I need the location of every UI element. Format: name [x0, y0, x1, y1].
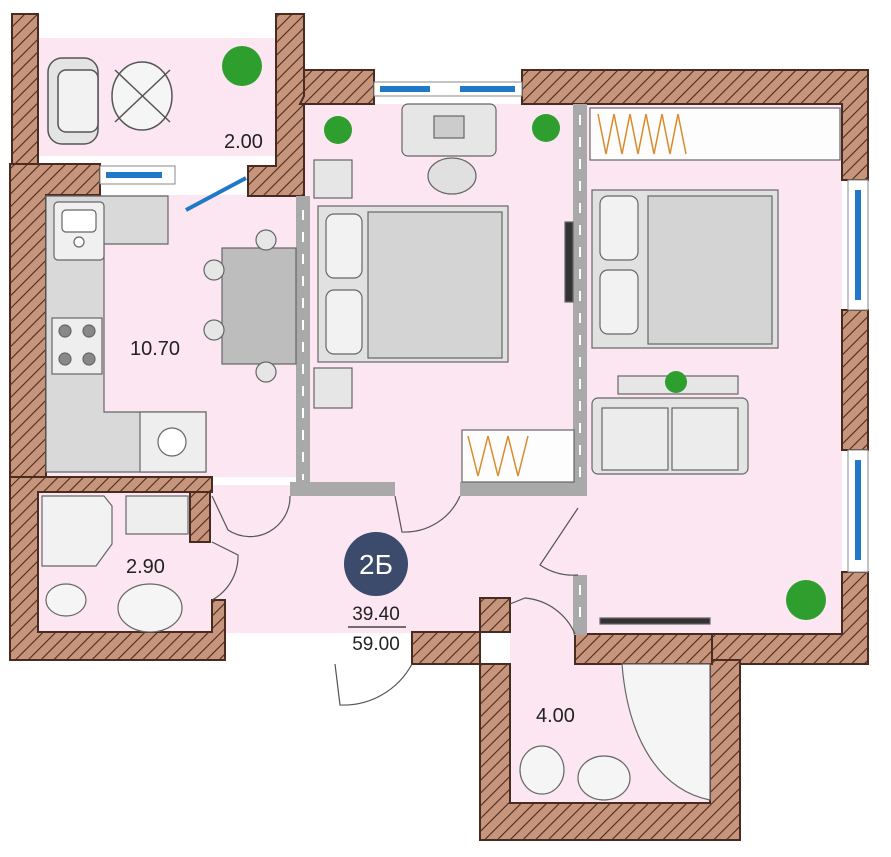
plant-icon — [222, 46, 262, 86]
stove — [51, 317, 103, 375]
plant-icon — [665, 371, 687, 393]
wall-bath-top — [574, 633, 713, 665]
plant-icon — [532, 114, 560, 142]
wall-wc-right — [189, 491, 211, 543]
window-top — [373, 81, 523, 97]
partition-bedroom-right-low — [573, 575, 587, 635]
wall-right-mid — [841, 309, 869, 451]
bedroom-right-furniture — [564, 107, 841, 625]
bath-fixtures — [519, 663, 711, 801]
window-top-glass-2 — [460, 86, 515, 92]
wardrobe-right — [589, 107, 841, 161]
dining-table — [221, 247, 297, 365]
bedroom-right-floor — [580, 104, 842, 634]
bedroom-left-furniture — [313, 103, 575, 483]
room-area-bath: 4.00 — [536, 705, 575, 727]
door-bedroom-left — [394, 495, 461, 533]
shower — [41, 495, 113, 567]
washing-machine — [125, 495, 189, 535]
doors — [211, 495, 579, 706]
wall-bottom-left — [9, 476, 226, 661]
windows — [99, 81, 869, 573]
balcony-furniture — [47, 57, 173, 145]
room-area-kitchen: 10.70 — [130, 338, 180, 360]
wall-balcony-left — [11, 13, 39, 165]
door-kitchen — [211, 495, 291, 538]
wall-top-mid — [298, 69, 375, 105]
window-right-1-glass — [855, 190, 861, 300]
wall-top-right — [521, 69, 869, 181]
tv-bottom — [599, 617, 711, 625]
plants — [222, 46, 826, 620]
total-area: 59.00 — [352, 634, 400, 655]
room-area-balcony: 2.00 — [224, 131, 263, 153]
wc-fixtures — [41, 495, 189, 633]
nightstand-1 — [313, 159, 353, 199]
sink-bath — [577, 755, 631, 801]
walls — [9, 13, 869, 841]
kitchen-set — [45, 195, 297, 473]
sink-wc — [117, 583, 183, 633]
wall-bath — [411, 597, 741, 841]
partition-hall-2 — [460, 482, 587, 496]
plant-icon — [786, 580, 826, 620]
door-entrance — [334, 663, 413, 706]
office-chair — [427, 157, 477, 195]
apartment-type-badge — [344, 532, 408, 596]
plant-icon — [324, 116, 352, 144]
toilet-bath — [519, 745, 565, 795]
room-area-wc: 2.90 — [126, 556, 165, 578]
window-right-2-glass — [855, 460, 861, 560]
nightstand-2 — [313, 367, 353, 409]
toilet-wc — [45, 583, 87, 617]
tv-wall — [564, 221, 574, 303]
window-top-glass-1 — [380, 86, 430, 92]
door-bath — [509, 597, 576, 635]
door-wc — [211, 541, 239, 601]
bathtub — [621, 663, 711, 801]
balcony-door — [185, 176, 247, 212]
partition-dashes — [302, 115, 581, 628]
living-area: 39.40 — [352, 604, 400, 625]
apartment-type-label: 2Б — [359, 549, 393, 580]
window-kitchen-glass — [106, 172, 162, 178]
door-bedroom-right — [539, 507, 579, 576]
wall-balcony-right — [247, 13, 305, 197]
kitchen-counter — [45, 195, 207, 473]
partition-hall-1 — [290, 482, 395, 496]
